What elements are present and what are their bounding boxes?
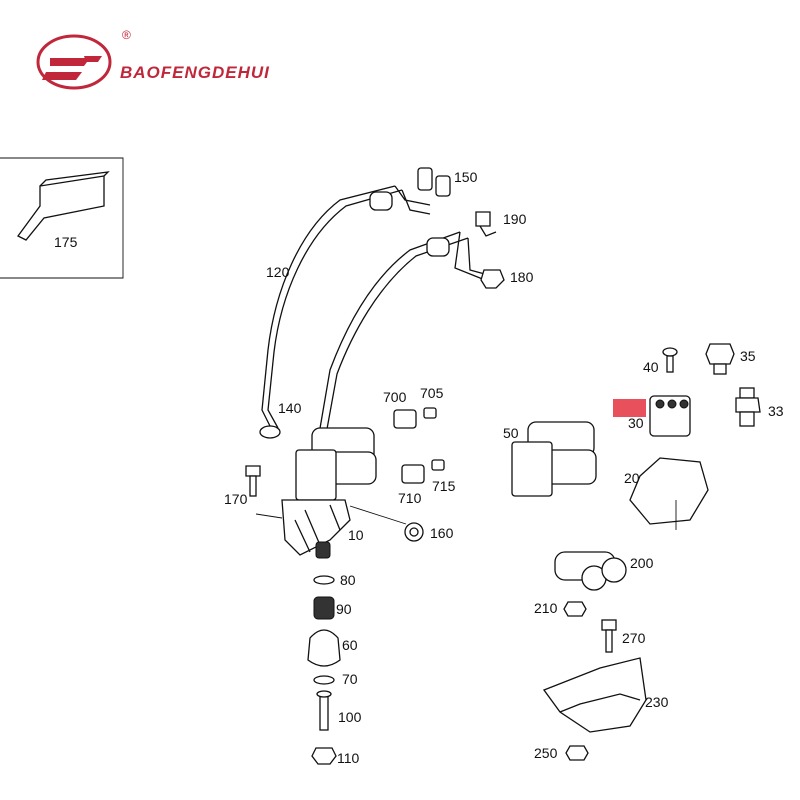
label-10: 10 <box>348 527 364 543</box>
label-710: 710 <box>398 490 422 506</box>
label-40: 40 <box>643 359 659 375</box>
label-150: 150 <box>454 169 478 185</box>
inset-box-175: 175 <box>0 157 124 279</box>
part-250-nut: 250 <box>534 745 589 761</box>
part-170-bolt: 170 <box>224 465 283 519</box>
label-120: 120 <box>266 264 290 280</box>
part-140-hose-clamp: 140 <box>259 400 302 439</box>
highlight-marker <box>613 399 646 417</box>
label-140: 140 <box>278 400 302 416</box>
part-160-nut: 160 <box>349 505 454 542</box>
part-50-compressor: 50 <box>503 421 597 497</box>
part-190-clip: 190 <box>475 211 527 237</box>
brand-logo <box>36 34 112 90</box>
part-700-relay: 700 <box>383 389 417 429</box>
label-200: 200 <box>630 555 654 571</box>
label-250: 250 <box>534 745 558 761</box>
part-270-bolt: 270 <box>601 619 646 653</box>
part-150-clip: 150 <box>417 167 478 197</box>
label-160: 160 <box>430 525 454 541</box>
part-35-fitting: 35 <box>705 343 756 375</box>
label-700: 700 <box>383 389 407 405</box>
label-190: 190 <box>503 211 527 227</box>
part-90-spring: 90 <box>313 596 352 620</box>
part-230-cover: 230 <box>542 657 669 733</box>
part-100-stud: 100 <box>316 690 362 731</box>
brand-name: BAOFENGDEHUI <box>120 63 270 82</box>
part-30-valve-block: 30 <box>613 395 691 437</box>
label-705: 705 <box>420 385 444 401</box>
part-210-nut: 210 <box>534 600 587 617</box>
part-175-bracket <box>17 175 105 241</box>
label-170: 170 <box>224 491 248 507</box>
logo-bf-mark <box>42 56 102 80</box>
line-filter-b <box>426 237 450 257</box>
part-10-compressor: 10 <box>281 427 377 559</box>
label-50: 50 <box>503 425 519 441</box>
label-100: 100 <box>338 709 362 725</box>
part-715-connector: 715 <box>431 459 456 494</box>
label-90: 90 <box>336 601 352 617</box>
part-110-nut: 110 <box>311 747 360 766</box>
label-33: 33 <box>768 403 784 419</box>
label-30: 30 <box>628 415 644 431</box>
part-180-nut: 180 <box>480 269 534 289</box>
part-70-washer: 70 <box>313 671 358 687</box>
registered-mark: ® <box>122 28 131 42</box>
logo-swoosh <box>36 34 112 90</box>
part-33-fitting: 33 <box>735 387 784 427</box>
part-20-bracket: 20 <box>624 457 709 530</box>
label-175: 175 <box>54 234 78 250</box>
label-715: 715 <box>432 478 456 494</box>
label-60: 60 <box>342 637 358 653</box>
part-200-compressor-motor: 200 <box>554 551 654 591</box>
part-40-screw: 40 <box>643 347 678 375</box>
label-70: 70 <box>342 671 358 687</box>
label-35: 35 <box>740 348 756 364</box>
label-80: 80 <box>340 572 356 588</box>
label-20: 20 <box>624 470 640 486</box>
label-180: 180 <box>510 269 534 285</box>
part-60-rubber-mount: 60 <box>307 629 358 667</box>
part-705-connector: 705 <box>420 385 444 419</box>
part-80-washer: 80 <box>313 572 356 588</box>
label-230: 230 <box>645 694 669 710</box>
label-270: 270 <box>622 630 646 646</box>
line-filter-a <box>369 191 393 211</box>
label-110: 110 <box>337 750 360 766</box>
label-210: 210 <box>534 600 558 616</box>
part-710-relay: 710 <box>398 464 425 506</box>
